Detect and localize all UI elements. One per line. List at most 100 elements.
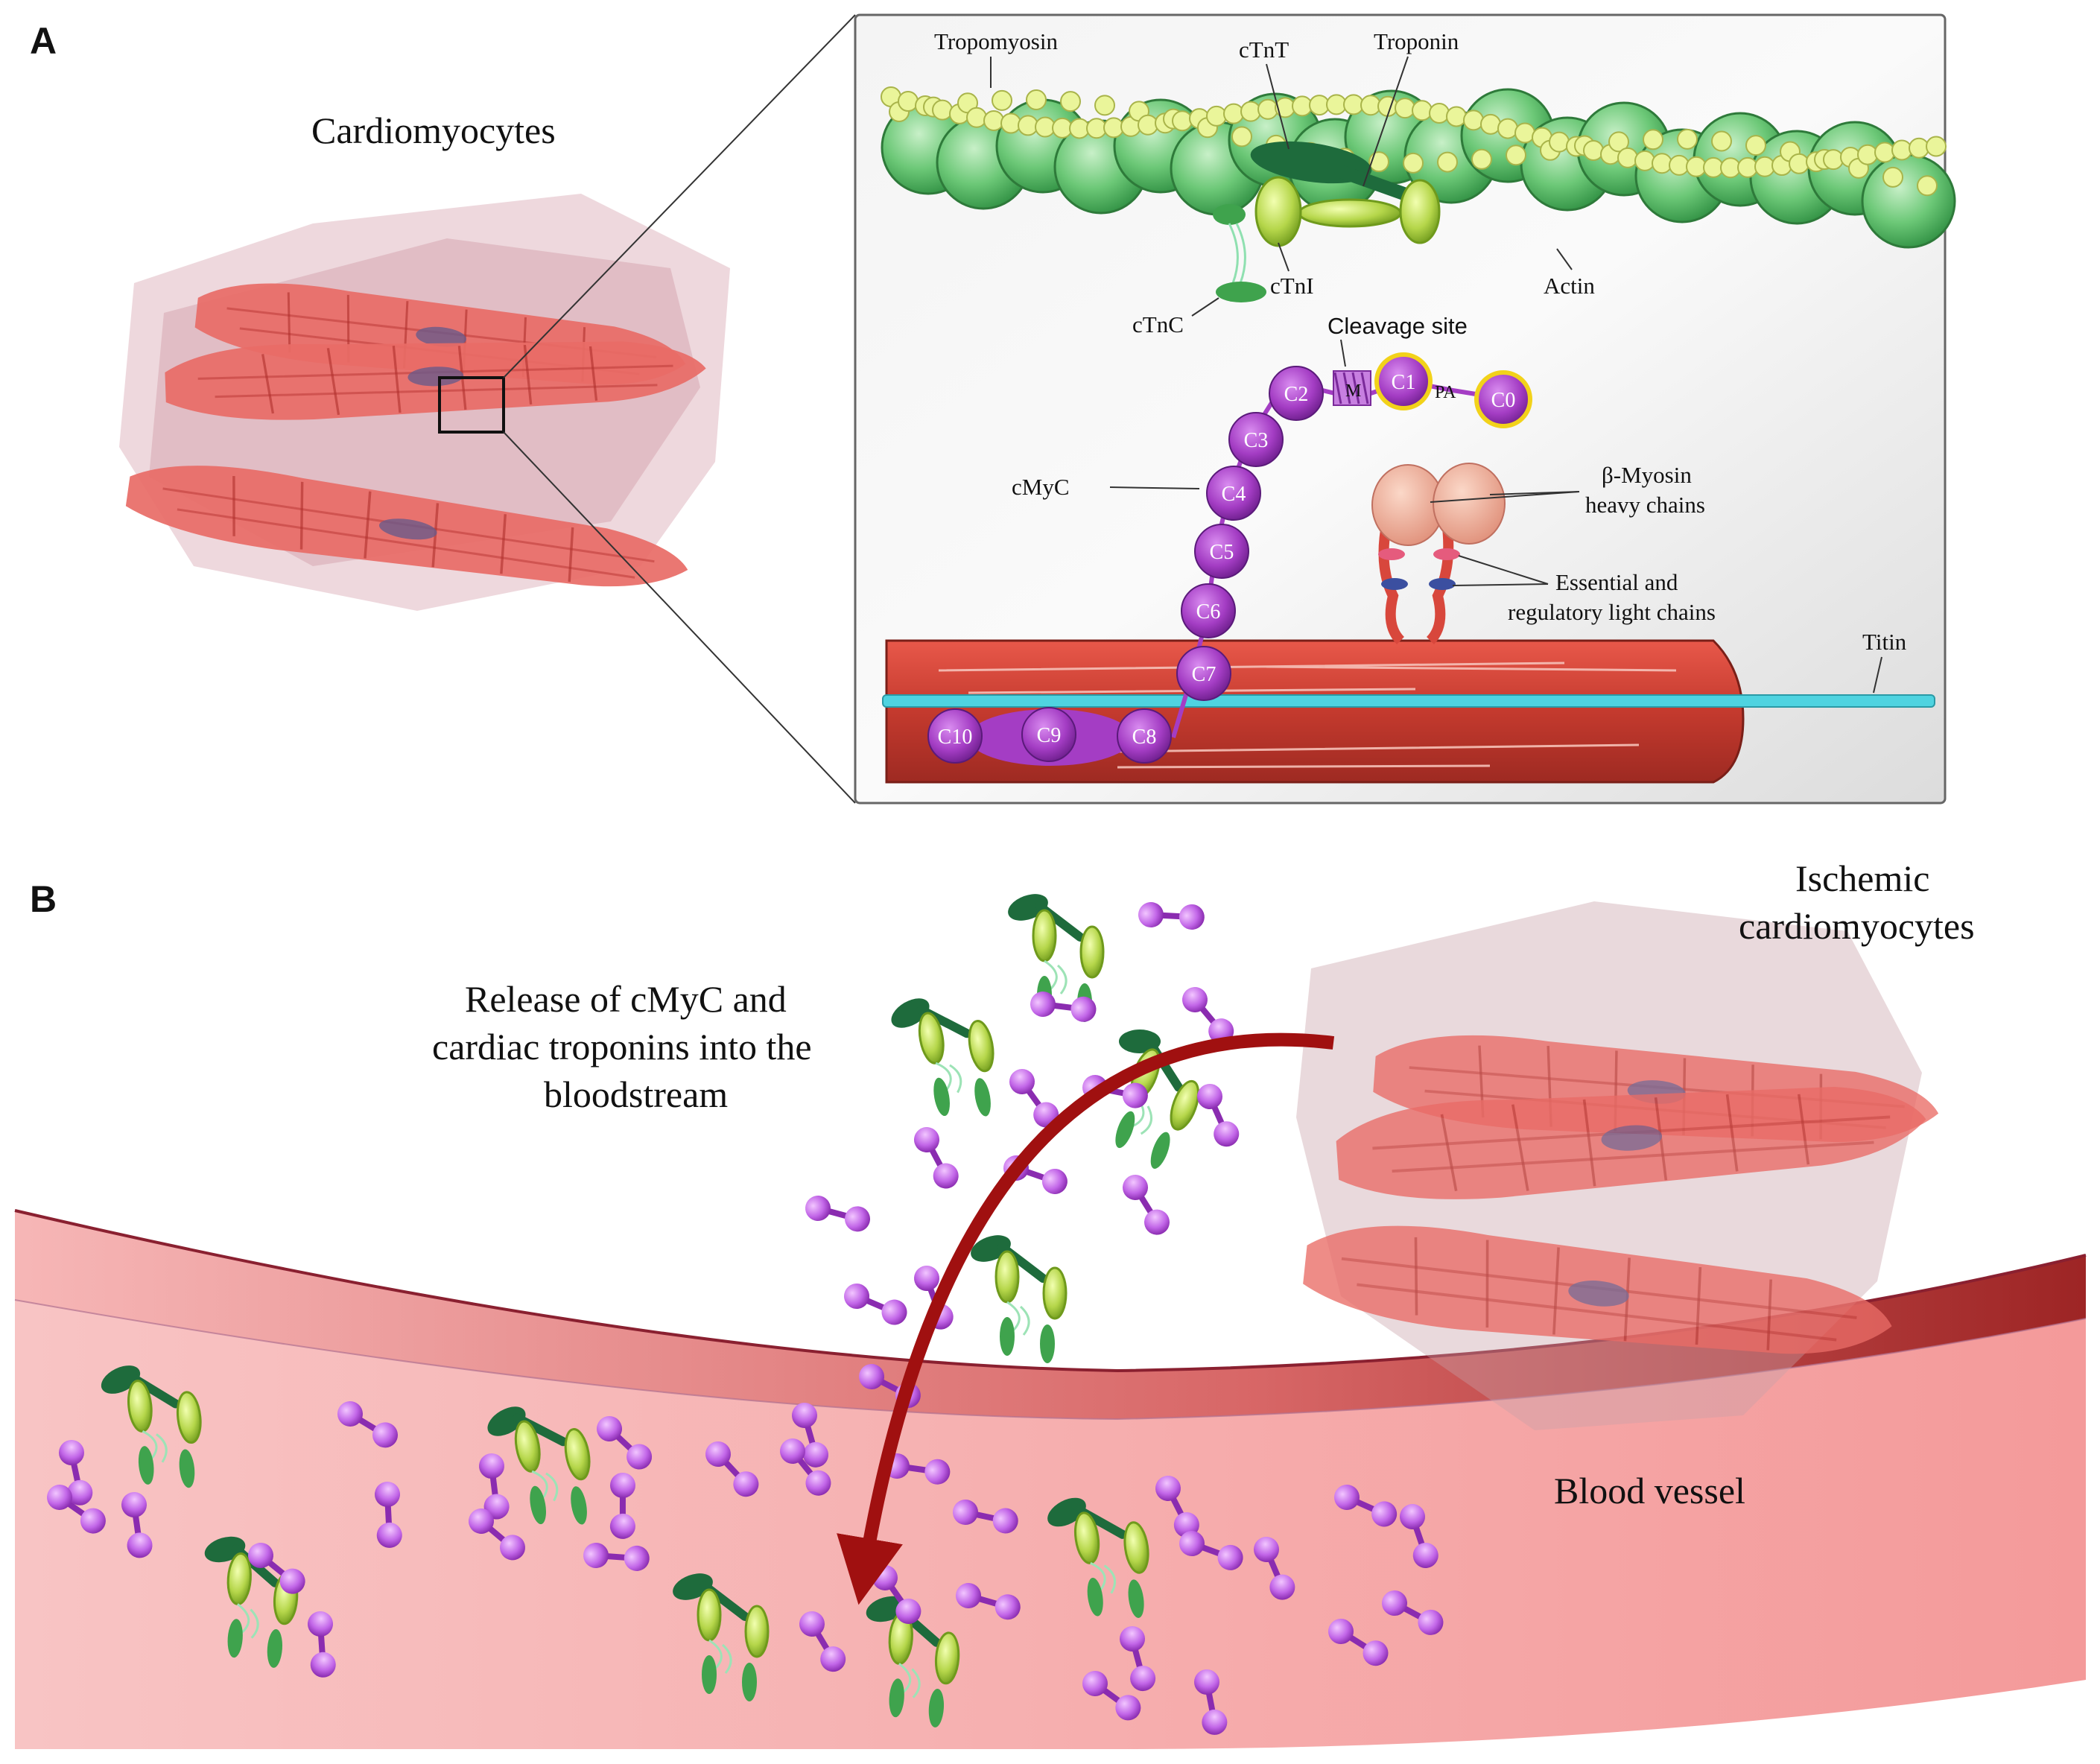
tropomyosin-bead	[1583, 140, 1604, 162]
tropomyosin-bead	[1857, 144, 1878, 165]
tropomyosin-bead	[1240, 101, 1261, 122]
release-label-3: bloodstream	[544, 1073, 728, 1115]
tropomyosin-bead	[1882, 166, 1903, 188]
titin-leader	[1873, 656, 1882, 694]
linker-m-label: M	[1345, 381, 1361, 401]
titin-label: Titin	[1862, 629, 1907, 655]
tropomyosin-bead	[898, 91, 919, 112]
cmyc-domain-label: C3	[1244, 429, 1269, 452]
release-label-1: Release of cMyC and	[465, 978, 787, 1020]
tropomyosin-bead	[1412, 100, 1433, 121]
tropomyosin-bead	[1634, 150, 1655, 171]
cmyc-domain-label: C9	[1037, 724, 1062, 747]
myosin-heads	[1371, 463, 1506, 644]
cmyc-domain-c10: C10	[927, 708, 983, 764]
tropomyosin-bead	[1395, 98, 1415, 119]
tropomyosin-bead	[1789, 153, 1809, 174]
cleavage-leader	[1340, 339, 1346, 367]
cardiomyocyte-cluster	[119, 194, 730, 611]
tropomyosin-bead	[1891, 139, 1912, 161]
tropomyosin-bead	[1471, 148, 1492, 170]
tropomyosin-bead	[983, 110, 1004, 131]
tropomyosin-label: Tropomyosin	[934, 28, 1058, 54]
tropomyosin-bead	[1617, 147, 1638, 168]
troponin-label: Troponin	[1374, 28, 1459, 54]
tropomyosin-bead	[1909, 137, 1929, 159]
cmyc-domain-c0: C0	[1474, 370, 1532, 428]
tropomyosin-bead	[1711, 130, 1732, 152]
release-arrow	[837, 1032, 1335, 1605]
ctni-label: cTnI	[1270, 273, 1314, 299]
tropomyosin-bead	[1138, 114, 1158, 136]
tropomyosin-bead	[1231, 126, 1252, 147]
tropomyosin-bead	[1514, 122, 1535, 144]
tropomyosin-bead	[1026, 89, 1047, 110]
tropomyosin-bead	[1429, 103, 1450, 124]
cmyc-domain-label: C1	[1392, 371, 1416, 394]
ischemic-cardiomyocytes	[1296, 901, 1944, 1430]
cmyc-label: cMyC	[1012, 474, 1070, 500]
light-chains-label-1: Essential and	[1555, 569, 1678, 595]
actin-leader	[1556, 248, 1573, 270]
tropomyosin-bead	[1745, 135, 1766, 156]
light-chain-leader-1	[1458, 555, 1549, 585]
tropomyosin-bead	[1403, 152, 1424, 174]
tropomyosin-bead	[1000, 112, 1021, 134]
tropomyosin-bead	[966, 107, 987, 128]
cmyc-fragment	[898, 1123, 974, 1193]
cmyc-domain-c3: C3	[1228, 412, 1284, 467]
cmyc-domain-label: C2	[1284, 383, 1309, 406]
tropomyosin-bead	[1257, 98, 1278, 120]
cmyc-fragment	[1026, 972, 1100, 1041]
tropomyosin-bead	[1643, 129, 1663, 150]
tropomyosin-bead	[1060, 91, 1081, 112]
tropomyosin-bead	[1549, 131, 1570, 153]
cmyc-fragment	[1134, 881, 1209, 951]
tropomyosin-bead	[1463, 110, 1484, 131]
release-label-2: cardiac troponins into the	[432, 1026, 812, 1067]
cmyc-domain-c6: C6	[1181, 583, 1236, 638]
tropomyosin-bead	[1926, 136, 1947, 157]
tropomyosin-bead	[1497, 118, 1518, 139]
tropomyosin-bead	[1446, 106, 1467, 127]
tropomyosin-bead	[932, 99, 953, 121]
pa-label: PA	[1435, 383, 1456, 402]
tropomyosin-bead	[1823, 149, 1844, 171]
tropomyosin-strand	[881, 86, 1947, 197]
tropomyosin-bead	[1172, 110, 1193, 132]
tropomyosin-bead	[1206, 105, 1227, 127]
ctni-leader	[1278, 242, 1289, 272]
zoom-line-bottom	[503, 431, 856, 804]
myosin-heavy-label-2: heavy chains	[1585, 492, 1705, 518]
tropomyosin-bead	[1754, 156, 1775, 177]
tropomyosin-bead	[1480, 113, 1501, 135]
troponin-complex-released	[884, 982, 1004, 1130]
cardiomyocytes-label: Cardiomyocytes	[311, 110, 556, 151]
cmyc-domain-label: C8	[1132, 726, 1157, 749]
cmyc-domain-c9: C9	[1021, 707, 1076, 762]
cmyc-domain-c4: C4	[1206, 466, 1261, 521]
zoom-box	[438, 376, 505, 434]
tropomyosin-bead	[1223, 103, 1244, 124]
cleavage-site-label: Cleavage site	[1327, 313, 1468, 339]
ctnc-leader	[1191, 297, 1219, 317]
zoom-line-top	[503, 14, 856, 378]
ischemic-label-2: cardiomyocytes	[1739, 905, 1975, 947]
tropomyosin-bead	[1506, 145, 1526, 166]
tropomyosin-bead	[1018, 115, 1038, 136]
actin-sphere	[1861, 153, 1956, 249]
ctnt-label: cTnT	[1239, 37, 1289, 63]
tropomyosin-bead	[1608, 131, 1629, 153]
panel-b-letter: B	[30, 878, 57, 920]
cmyc-fragment	[802, 1181, 874, 1246]
cmyc-domain-label: C5	[1210, 541, 1234, 564]
tropomyosin-bead	[992, 89, 1012, 111]
tropomyosin-bead	[1669, 154, 1690, 176]
ctnc-label: cTnC	[1132, 311, 1184, 337]
tropomyosin-bead	[1917, 175, 1938, 197]
cmyc-fragment	[1109, 1170, 1184, 1239]
panel-a-letter: A	[30, 20, 57, 62]
light-chain-leader-2	[1452, 583, 1549, 586]
myosin-leader-2	[1430, 491, 1580, 503]
